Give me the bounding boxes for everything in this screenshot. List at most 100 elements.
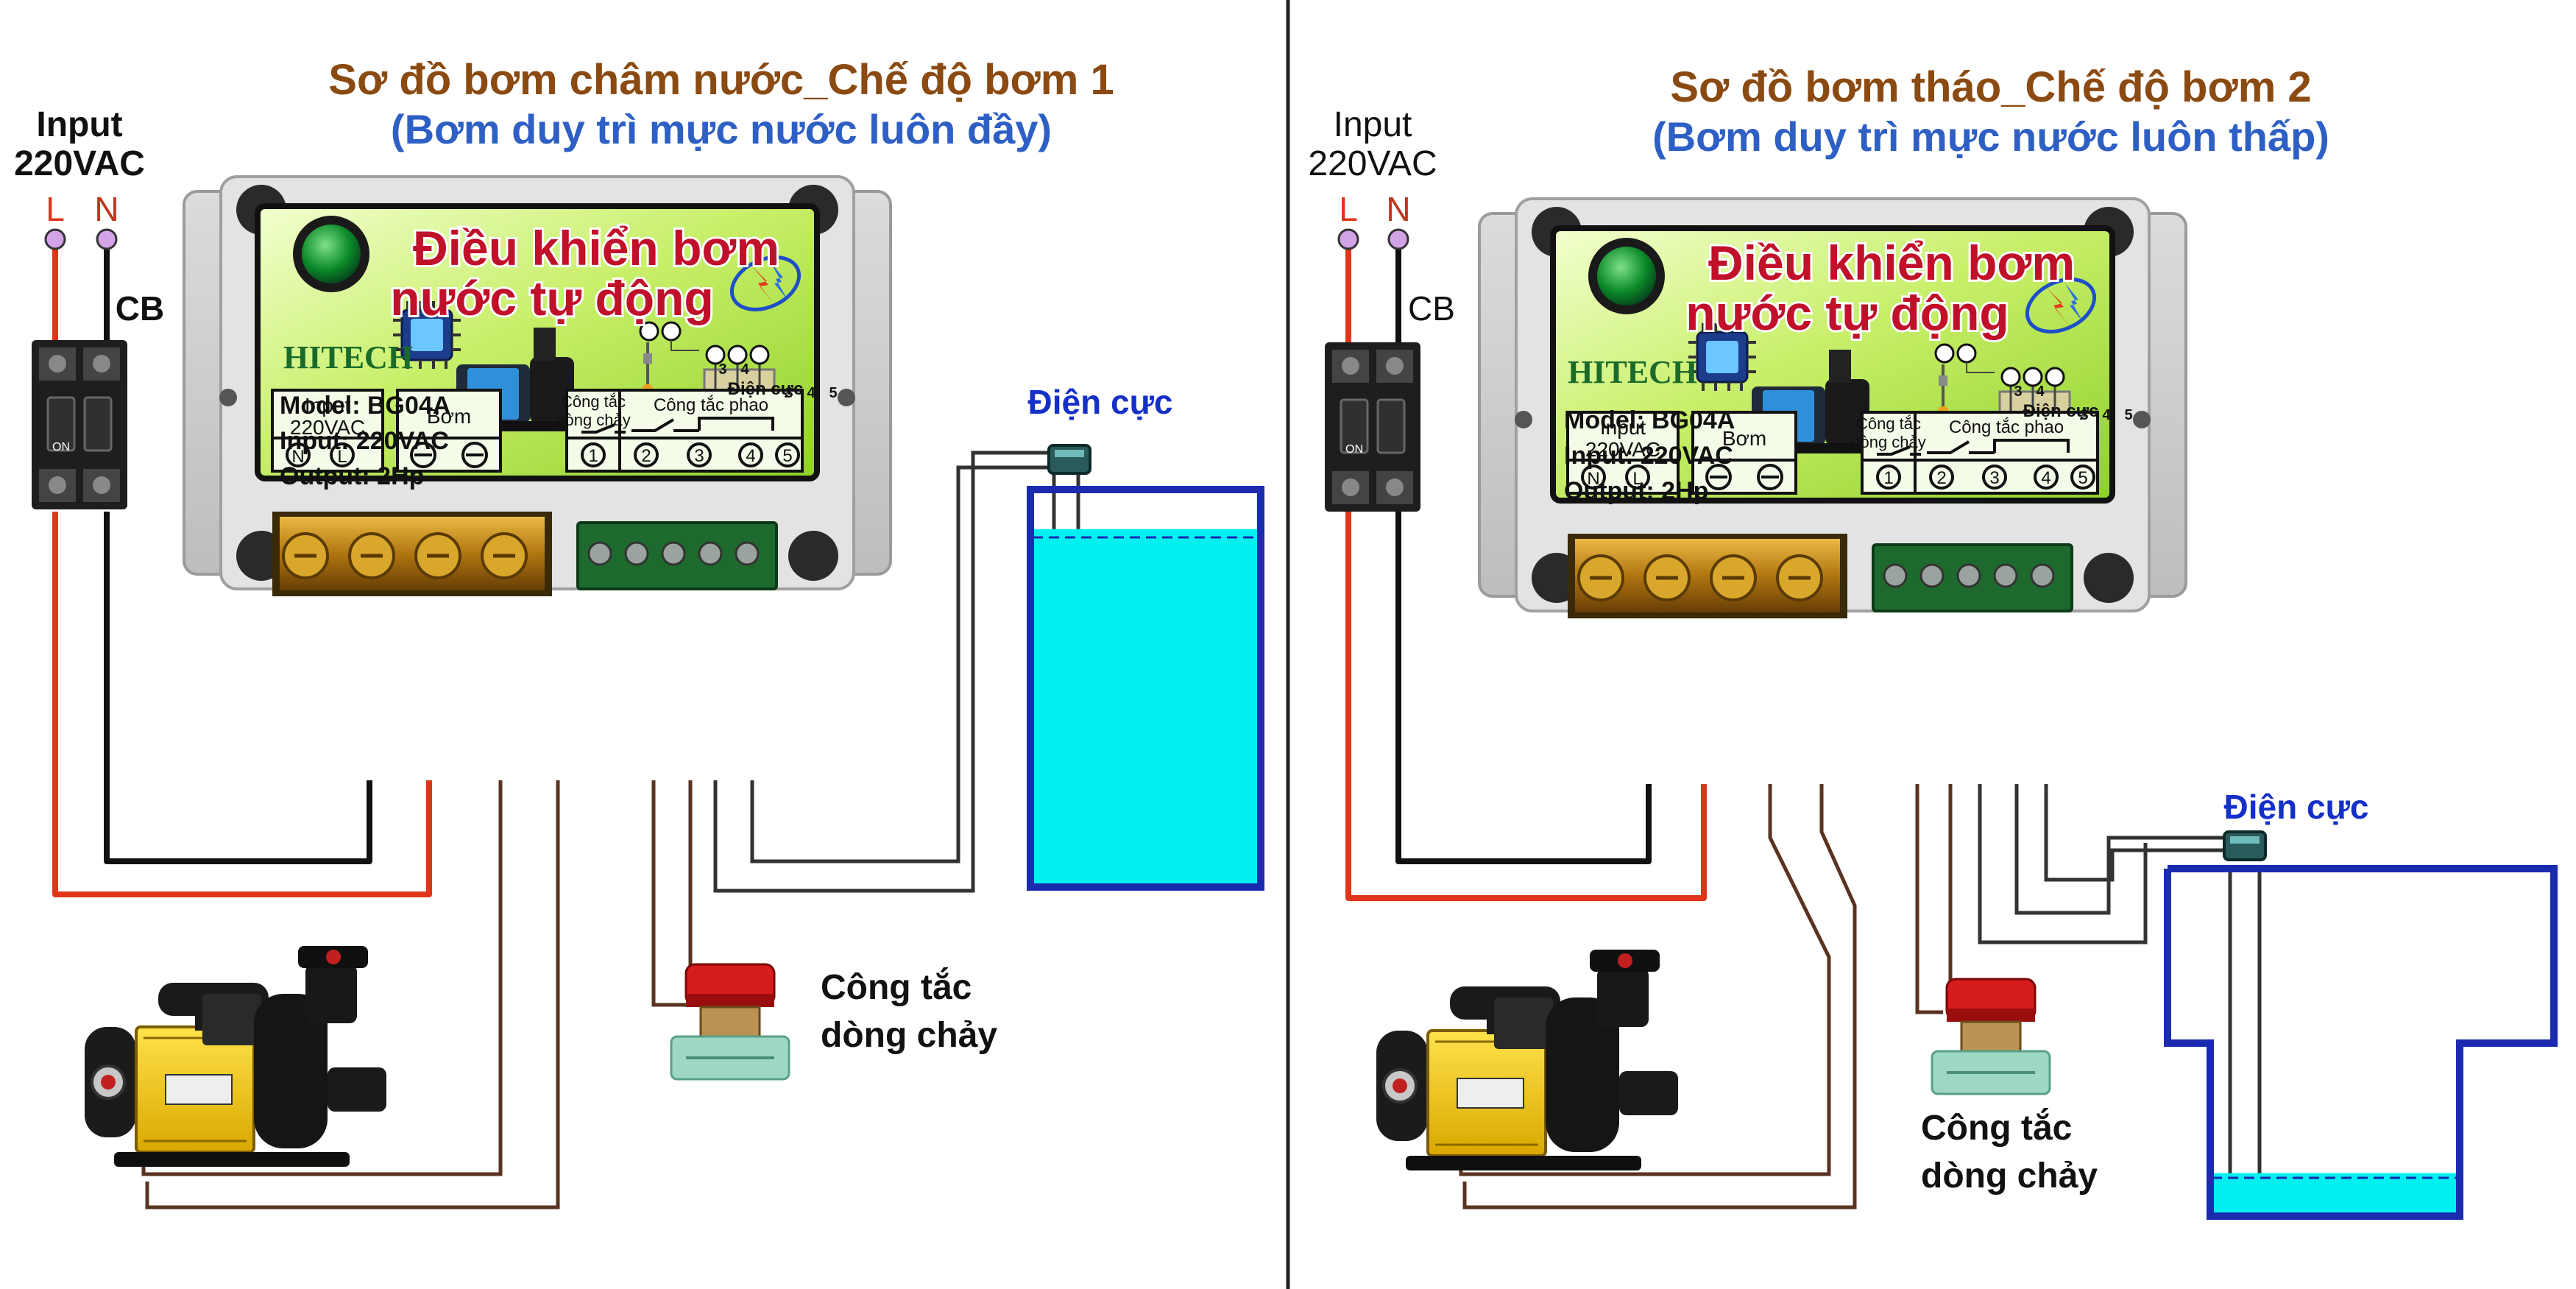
right-legend-t5: 5 <box>2078 468 2087 488</box>
left-ctrl-title-1: Điều khiển bơm <box>413 221 779 275</box>
right-legend-l: L <box>1632 469 1642 489</box>
right-legend-t3: 3 <box>1989 468 1999 488</box>
right-input-voltage: 220VAC <box>1308 144 1437 183</box>
left-wires <box>52 241 432 897</box>
left-circuit-breaker: ON <box>30 339 129 511</box>
left-legend-flow-2: dòng chảy <box>556 411 631 429</box>
left-flow-switch <box>670 963 790 1081</box>
right-ctrl-brand: HITECH <box>1568 354 1697 390</box>
left-legend-t5: 5 <box>782 446 792 466</box>
left-input-label: Input <box>36 105 122 144</box>
left-ctrl-brand: HITECH <box>283 339 413 375</box>
right-terminal-legend: Input 220VAC N L Bơm Công tắc dòng chảy … <box>1585 414 2088 489</box>
right-ctrl-output: Output: 2Hp <box>1564 477 1708 505</box>
left-water-tank <box>1027 486 1264 891</box>
right-ctrl-title-2: nước tự động <box>1685 286 2009 340</box>
left-ctrl-term-e-4: 4 <box>807 385 815 401</box>
left-input-voltage: 220VAC <box>14 144 145 183</box>
right-legend-flow-2: dòng chảy <box>1851 433 1926 451</box>
right-electrode-label: Điện cực <box>2224 788 2369 826</box>
left-pump <box>83 944 388 1168</box>
right-circuit-breaker: ON <box>1323 341 1422 513</box>
left-wire-l-out <box>52 512 432 897</box>
right-cb-label: CB <box>1408 289 1455 328</box>
left-ctrl-output: Output: 2Hp <box>280 462 424 490</box>
right-ctrl-electrode-caption: Điện cực <box>2023 401 2099 421</box>
right-ctrl-term-e-4: 4 <box>2102 407 2111 423</box>
left-ctrl-electrode-caption: Điện cực <box>728 379 804 399</box>
left-flow-switch-label-1: Công tắc <box>821 967 972 1007</box>
left-terminal-legend: Input 220VAC N L Bơm Công tắc dòng chảy … <box>290 392 793 467</box>
left-line-n: N <box>94 190 118 228</box>
left-legend-t1: 1 <box>588 446 598 466</box>
left-ctrl-term-top-3: 3 <box>718 361 726 378</box>
right-subtitle: (Bơm duy trì mực nước luôn thấp) <box>1652 113 2329 160</box>
left-terminal-n <box>96 228 118 250</box>
right-wires <box>1345 241 1707 901</box>
left-legend-t2: 2 <box>641 446 651 466</box>
right-tank-wall <box>2164 865 2558 1220</box>
left-ctrl-term-e-5: 5 <box>829 385 837 401</box>
left-subtitle: (Bơm duy trì mực nước luôn đầy) <box>391 106 1052 152</box>
right-ctrl-input: Input: 220VAC <box>1564 442 1733 470</box>
right-legend-power-1: Input <box>1600 416 1646 439</box>
left-legend-float: Công tắc phao <box>654 395 768 415</box>
right-electrode-wires <box>1978 784 2262 1179</box>
left-cb-label: CB <box>116 289 164 328</box>
right-legend-t4: 4 <box>2041 468 2050 488</box>
left-legend-flow-1: Công tắc <box>561 392 626 411</box>
right-ctrl-term-e-3: 3 <box>2080 407 2088 423</box>
right-terminal-l <box>1337 228 1359 250</box>
right-flow-switch-label-2: dòng chảy <box>1921 1156 2098 1196</box>
right-ctrl-model: Model: BG04A <box>1564 406 1735 434</box>
right-legend-flow-1: Công tắc <box>1856 414 1921 433</box>
right-title: Sơ đồ bơm tháo_Chế độ bơm 2 <box>1670 63 2311 111</box>
right-legend-power-2: 220VAC <box>1585 438 1660 461</box>
left-legend-pump: Bơm <box>427 405 471 428</box>
left-tank-wall <box>1027 486 1264 891</box>
left-flow-switch-label-2: dòng chảy <box>821 1016 997 1055</box>
left-ctrl-title-2: nước tự động <box>390 271 713 325</box>
left-terminal-l <box>44 228 66 250</box>
right-legend-pump: Bơm <box>1722 427 1766 450</box>
right-legend-float: Công tắc phao <box>1949 417 2064 437</box>
left-ctrl-input: Input: 220VAC <box>280 427 449 455</box>
left-legend-t4: 4 <box>746 446 755 466</box>
right-ctrl-term-top-3: 3 <box>2014 384 2022 400</box>
right-flow-switch <box>1931 978 2051 1095</box>
left-controller: Điều khiển bơm nước tự động HITECH Model… <box>184 177 891 596</box>
left-ctrl-term-top-4: 4 <box>740 361 749 378</box>
right-legend-t1: 1 <box>1883 468 1893 488</box>
left-ctrl-model: Model: BG04A <box>280 392 450 420</box>
right-input-label: Input <box>1334 105 1412 144</box>
right-wire-l-out <box>1345 512 1707 901</box>
right-terminal-n <box>1387 228 1409 250</box>
right-electrode <box>2223 830 2267 861</box>
left-legend-l: L <box>337 447 347 467</box>
right-line-n: N <box>1386 190 1410 228</box>
right-water-tank <box>2164 865 2558 1220</box>
right-pump <box>1375 948 1680 1172</box>
right-legend-t2: 2 <box>1936 468 1946 488</box>
left-ctrl-term-e-3: 3 <box>785 385 793 401</box>
right-flow-switch-label-1: Công tắc <box>1921 1107 2072 1148</box>
left-wire-n-out <box>104 512 372 864</box>
right-ctrl-term-top-4: 4 <box>2036 384 2045 400</box>
left-electrode-label: Điện cực <box>1028 383 1173 421</box>
left-legend-power-2: 220VAC <box>290 416 365 439</box>
left-title: Sơ đồ bơm châm nước_Chế độ bơm 1 <box>328 56 1114 104</box>
right-wire-n-out <box>1395 512 1652 864</box>
left-electrode <box>1047 444 1091 475</box>
left-cb-on-text: ON <box>52 441 70 453</box>
right-legend-n: N <box>1587 469 1599 489</box>
right-line-l: L <box>1339 190 1358 228</box>
left-water <box>1033 529 1259 885</box>
right-ctrl-title-1: Điều khiển bơm <box>1708 236 2075 290</box>
left-legend-n: N <box>291 447 304 467</box>
right-water <box>2212 1173 2458 1215</box>
left-legend-t3: 3 <box>694 446 704 466</box>
left-line-l: L <box>46 190 65 228</box>
right-controller: Điều khiển bơm nước tự động HITECH Model… <box>1479 199 2186 618</box>
right-cb-on-text: ON <box>1345 443 1363 456</box>
